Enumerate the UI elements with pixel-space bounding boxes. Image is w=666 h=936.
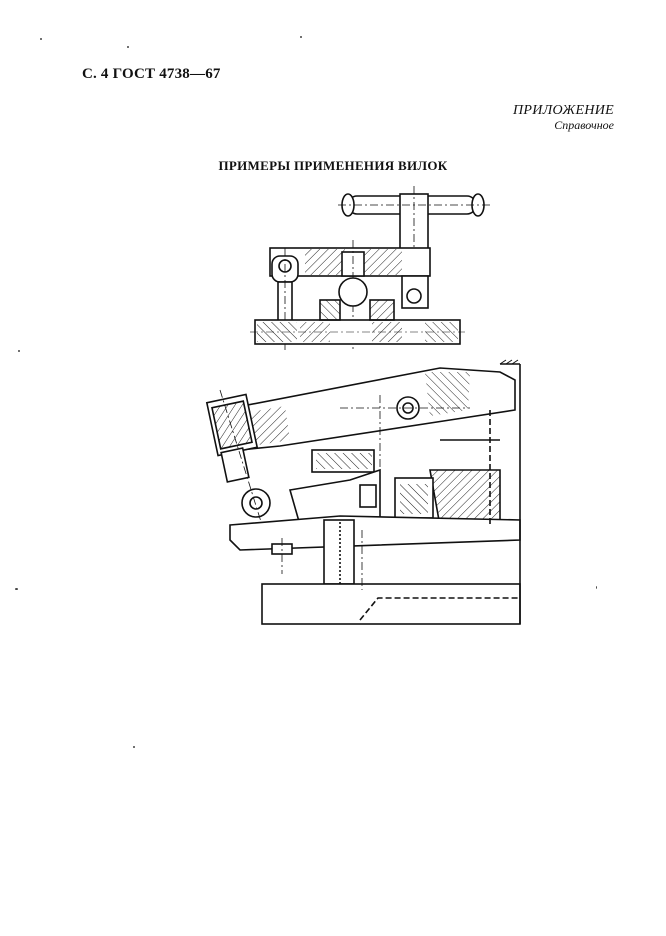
speck	[15, 588, 18, 590]
figure-2	[205, 359, 521, 625]
appendix-subtitle: Справочное	[554, 117, 614, 132]
speck	[133, 746, 135, 748]
lower-base	[229, 515, 521, 625]
figure-1	[250, 186, 490, 350]
speck	[300, 36, 302, 38]
speck	[596, 586, 597, 589]
appendix-title: ПРИЛОЖЕНИЕ	[513, 103, 614, 118]
right-fork	[401, 275, 429, 309]
ball	[338, 277, 368, 307]
appendix-label: ПРИЛОЖЕНИЕ Справочное	[513, 103, 614, 132]
speck	[40, 38, 42, 40]
speck	[18, 350, 20, 352]
speck	[127, 46, 129, 48]
adjust-bolt	[205, 389, 271, 526]
page-header: С. 4 ГОСТ 4738—67	[82, 66, 221, 82]
middle-body	[288, 449, 501, 531]
t-handle	[338, 186, 490, 300]
right-frame	[440, 359, 521, 624]
lever	[231, 367, 516, 520]
section-title: ПРИМЕРЫ ПРИМЕНЕНИЯ ВИЛОК	[218, 158, 448, 173]
left-fork	[271, 248, 299, 350]
base-plate	[250, 299, 465, 345]
